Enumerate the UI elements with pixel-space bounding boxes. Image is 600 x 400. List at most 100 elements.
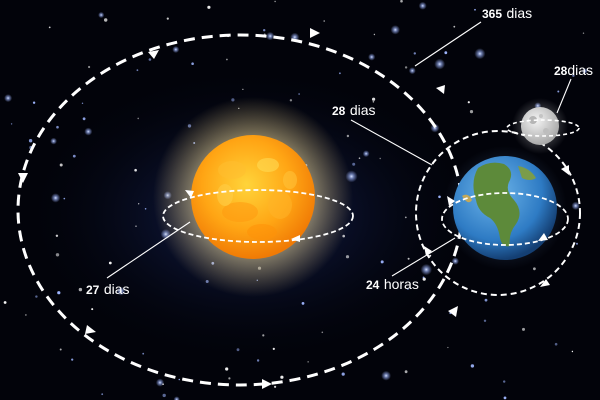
star (104, 18, 108, 22)
orbit-arrow-icon (18, 173, 28, 183)
star (162, 383, 164, 386)
star (404, 370, 408, 374)
moon-orbit-arrow-icon (540, 279, 550, 287)
star (453, 25, 456, 28)
star (72, 154, 76, 158)
star (116, 286, 126, 296)
star (362, 150, 370, 158)
star (430, 123, 440, 133)
star (368, 53, 376, 61)
star (418, 1, 427, 10)
star (207, 5, 211, 9)
earth-rotation-ring (441, 192, 569, 246)
star (339, 72, 341, 75)
sun-surface-spots (217, 158, 297, 240)
star (321, 331, 324, 334)
star (56, 125, 59, 129)
star (108, 261, 112, 265)
label-moon-rotation: 28dias (554, 62, 593, 78)
star (25, 314, 27, 316)
star (576, 242, 578, 245)
star (323, 20, 326, 22)
star (379, 157, 381, 160)
star (469, 110, 474, 114)
star (451, 257, 459, 265)
orbit-arrow-icon (310, 28, 320, 38)
earth-rotation-arrow-icon (447, 196, 455, 206)
star (474, 8, 476, 11)
star (173, 396, 180, 400)
star (373, 33, 376, 36)
orbit-arrow-icon (436, 85, 445, 94)
star (84, 127, 93, 136)
star (55, 234, 59, 237)
star (28, 139, 33, 143)
star (571, 350, 574, 353)
star (4, 94, 13, 103)
star (404, 66, 408, 69)
star (422, 276, 425, 279)
leader-line-moon-orbit (350, 119, 433, 166)
star (138, 203, 140, 205)
star (554, 342, 558, 346)
star (301, 302, 305, 305)
star (408, 67, 416, 75)
star (242, 88, 244, 90)
star (10, 123, 13, 125)
star (55, 253, 60, 257)
star (35, 295, 38, 298)
star (581, 68, 588, 75)
label-sun-rotation: 27 dias (86, 281, 130, 298)
star (503, 396, 507, 400)
star (59, 163, 63, 167)
earth-continent (473, 162, 520, 247)
star (266, 31, 275, 41)
leader-line-earth-orbit (414, 21, 482, 67)
moon-crater (543, 128, 549, 134)
orbit-arrow-icon (148, 50, 159, 59)
moon-rotation-ring (506, 119, 580, 137)
star (381, 370, 391, 381)
star (509, 10, 512, 13)
leader-line-sun-rotation (106, 221, 191, 279)
moon-orbit-path (415, 130, 581, 296)
star (191, 62, 194, 65)
star (413, 52, 416, 55)
star (289, 99, 293, 102)
star (407, 257, 410, 260)
star (406, 287, 409, 290)
star (420, 263, 432, 276)
star (32, 101, 36, 104)
star (447, 346, 449, 349)
star (438, 195, 441, 199)
star (256, 359, 260, 362)
leader-lines (106, 21, 572, 279)
star (307, 361, 309, 363)
star (444, 51, 448, 55)
star (272, 347, 275, 350)
star (81, 102, 84, 105)
moon-crater (529, 116, 537, 124)
star (352, 162, 356, 166)
label-earth-orbit: 365 dias (482, 5, 532, 22)
star (50, 193, 61, 203)
star (582, 32, 585, 34)
earth (441, 146, 569, 270)
star (404, 216, 407, 219)
star (57, 291, 61, 295)
star (484, 298, 488, 302)
star (228, 377, 231, 380)
earth-rotation-arrow-icon (538, 233, 548, 241)
star (59, 348, 62, 351)
star (358, 157, 361, 159)
moon-body (521, 107, 559, 145)
star (136, 69, 139, 72)
orbit-arrow-icon (448, 306, 458, 317)
star (572, 74, 575, 77)
star (263, 29, 266, 32)
star (503, 380, 506, 383)
star (225, 367, 229, 371)
star (280, 375, 284, 379)
star (63, 197, 66, 200)
